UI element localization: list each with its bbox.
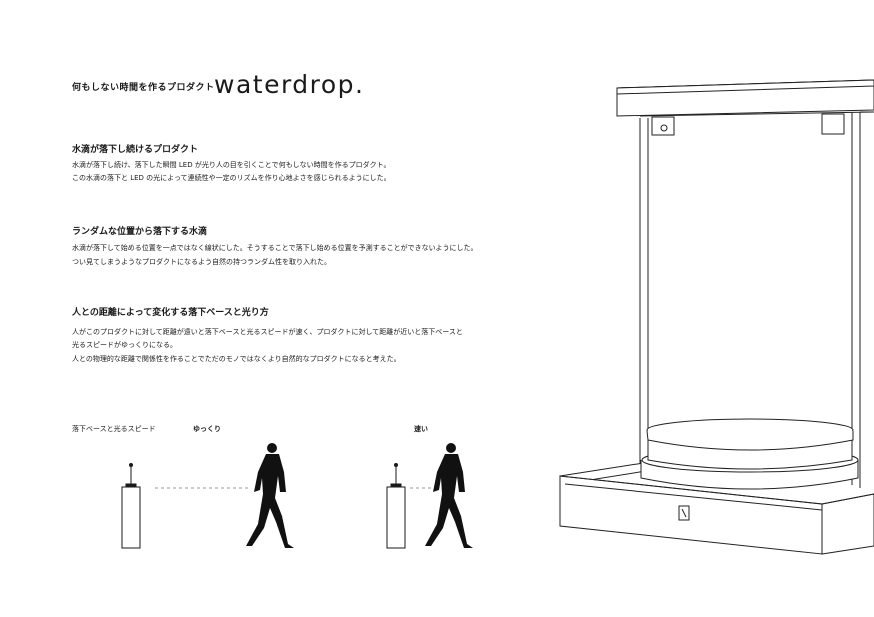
- product-device-right: [386, 463, 406, 549]
- walking-person-far: [425, 443, 473, 548]
- section-3-line-1: 人がこのプロダクトに対して距離が遠いと落下ベースと光るスピードが速く、プロダクト…: [72, 328, 463, 336]
- walking-person-near: [246, 443, 294, 548]
- section-2-line-1: 水滴が落下して始める位置を一点ではなく線状にした。そうすることで落下し始める位置…: [72, 244, 478, 252]
- product-logo: waterdrop.: [214, 70, 365, 99]
- tagline: 何もしない時間を作るプロダクト: [72, 83, 215, 93]
- section-1-line-1: 水滴が落下し続け、落下した瞬間 LED が光り人の目を引くことで何もしない時間を…: [72, 161, 391, 169]
- speed-fast-label: 速い: [414, 425, 428, 433]
- speed-diagram-label: 落下ベースと光るスピード: [72, 425, 156, 433]
- section-1-title: 水滴が落下し続けるプロダクト: [72, 145, 199, 155]
- speed-slow-label: ゆっくり: [193, 425, 221, 433]
- section-3-line-2: 光るスピードがゆっくりになる。: [72, 341, 177, 349]
- product-device-left: [121, 463, 141, 549]
- product-illustration: [559, 79, 874, 555]
- section-3-line-3: 人との物理的な距離で関係性を作ることでただのモノではなくより自然的なプロダクトに…: [72, 355, 401, 363]
- section-2-line-2: つい見てしまうようなプロダクトになるよう自然の持つランダム性を取り入れた。: [72, 258, 331, 266]
- section-2-title: ランダムな位置から落下する水滴: [72, 227, 208, 237]
- section-3-title: 人との距離によって変化する落下ベースと光り方: [72, 308, 269, 318]
- section-1-line-2: この水滴の落下と LED の光によって連続性や一定のリズムを作り心地よさを感じら…: [72, 174, 391, 182]
